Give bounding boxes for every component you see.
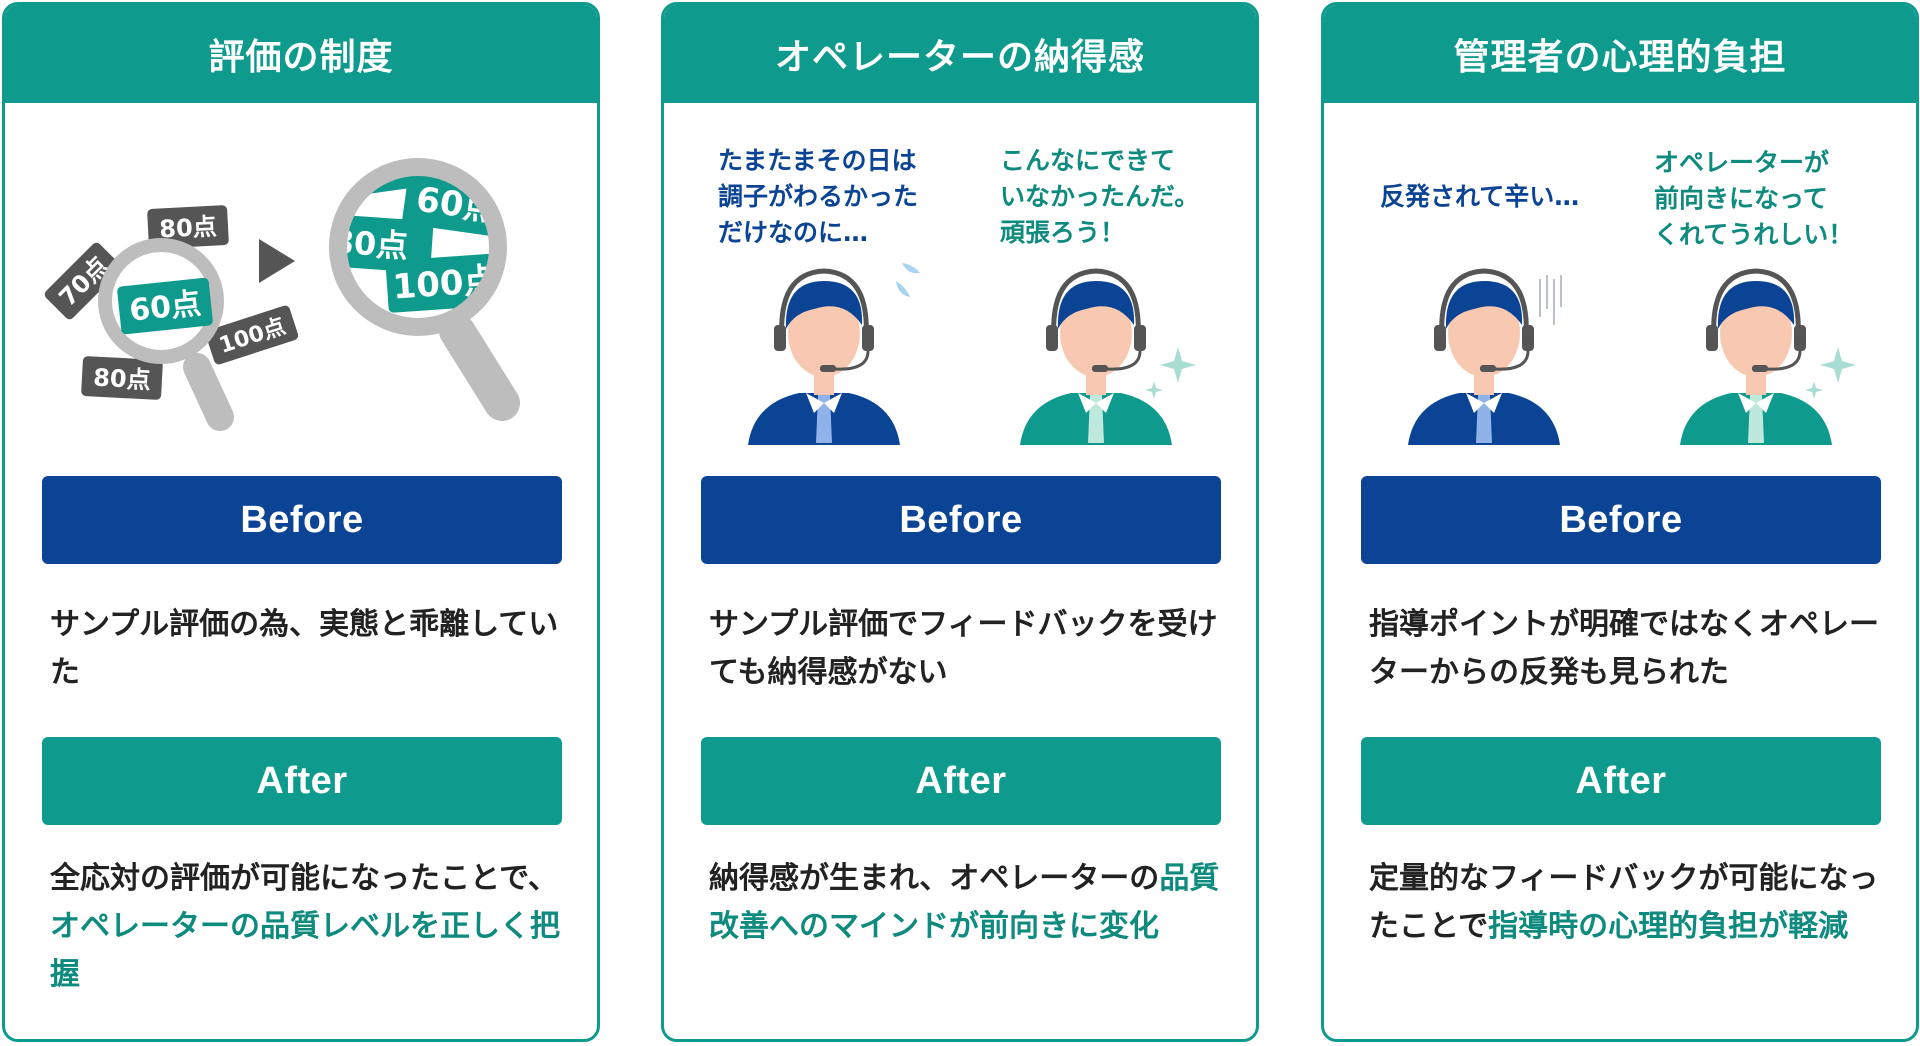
score-tag-80-bottom: 80点 <box>81 356 163 400</box>
after-text-plain: 定量的なフィードバックが可能になったことで <box>1369 861 1879 944</box>
manager-before-icon <box>1408 268 1560 445</box>
after-text: 定量的なフィードバックが可能になったことで指導時の心理的負担が軽減 <box>1369 855 1889 951</box>
arrow-right-icon <box>259 239 295 283</box>
manager-after-icon <box>1680 268 1832 445</box>
before-label: Before <box>1361 476 1881 564</box>
managers-illustration: 反発されて辛い… オペレーターが 前向きになって くれてうれしい！ <box>1324 103 1916 453</box>
card-title: 管理者の心理的負担 <box>1324 5 1916 103</box>
managers-svg <box>1408 268 1856 445</box>
before-label: Before <box>42 476 562 564</box>
tag-label: 80点 <box>159 213 218 244</box>
score-tag-60-highlight: 60点 <box>117 277 213 335</box>
operators-illustration: たまたまその日は 調子がわるかった だけなのに… こんなにできて いなかったんだ… <box>664 103 1256 453</box>
operator-before-icon <box>748 268 900 445</box>
card-title: 評価の制度 <box>5 5 597 103</box>
magnifier-illustration-svg: 70点 80点 100点 80点 <box>44 158 520 431</box>
before-text: サンプル評価の為、実態と乖離していた <box>50 607 559 690</box>
before-text: サンプル評価でフィードバックを受けても納得感がない <box>709 607 1218 690</box>
score-tag-80-top: 80点 <box>147 205 229 249</box>
before-text: 指導ポイントが明確ではなくオペレーターからの反発も見られた <box>1369 607 1879 690</box>
after-text-highlight: オペレーターの品質レベルを正しく把握 <box>50 909 560 992</box>
gloom-lines-icon <box>1539 275 1562 325</box>
after-text: 納得感が生まれ、オペレーターの品質改善へのマインドが前向きに変化 <box>709 855 1229 951</box>
speech-after: こんなにできて いなかったんだ。 頑張ろう！ <box>1000 146 1200 247</box>
after-text: 全応対の評価が可能になったことで、オペレーターの品質レベルを正しく把握 <box>50 855 570 999</box>
speech-before: 反発されて辛い… <box>1380 182 1580 211</box>
operators-svg <box>748 263 1196 445</box>
card-operator-satisfaction: オペレーターの納得感 たまたまその日は 調子がわるかった だけなのに… こんなに… <box>661 2 1259 1042</box>
after-label: After <box>701 737 1221 825</box>
zoom-tag-label: 80点 <box>330 222 409 265</box>
magnifier-illustration: 70点 80点 100点 80点 <box>5 103 597 453</box>
before-label: Before <box>701 476 1221 564</box>
after-text-plain: 全応対の評価が可能になったことで、 <box>50 861 558 896</box>
sparkle-icon <box>1160 347 1196 383</box>
after-label: After <box>1361 737 1881 825</box>
large-magnifier-icon: 60点 80点 100点 <box>329 158 520 421</box>
after-text-highlight: 品質改善へのマインドが前向きに変化 <box>709 861 1220 944</box>
sweat-icon <box>896 281 910 297</box>
tag-label: 80点 <box>93 364 152 395</box>
operator-after-icon <box>1020 268 1172 445</box>
card-evaluation-system: 評価の制度 70点 80点 100点 80点 <box>2 2 600 1042</box>
after-text-plain: 納得感が生まれ、オペレーターの <box>709 861 1160 896</box>
card-title: オペレーターの納得感 <box>664 5 1256 103</box>
after-label: After <box>42 737 562 825</box>
speech-after: オペレーターが 前向きになって くれてうれしい！ <box>1654 148 1854 249</box>
after-text-highlight: 指導時の心理的負担が軽減 <box>1488 909 1849 944</box>
sparkle-icon <box>1820 347 1856 383</box>
speech-before: たまたまその日は 調子がわるかった だけなのに… <box>718 146 919 247</box>
tag-label: 60点 <box>128 286 203 328</box>
card-manager-burden: 管理者の心理的負担 反発されて辛い… オペレーターが 前向きになって くれてうれ… <box>1321 2 1919 1042</box>
